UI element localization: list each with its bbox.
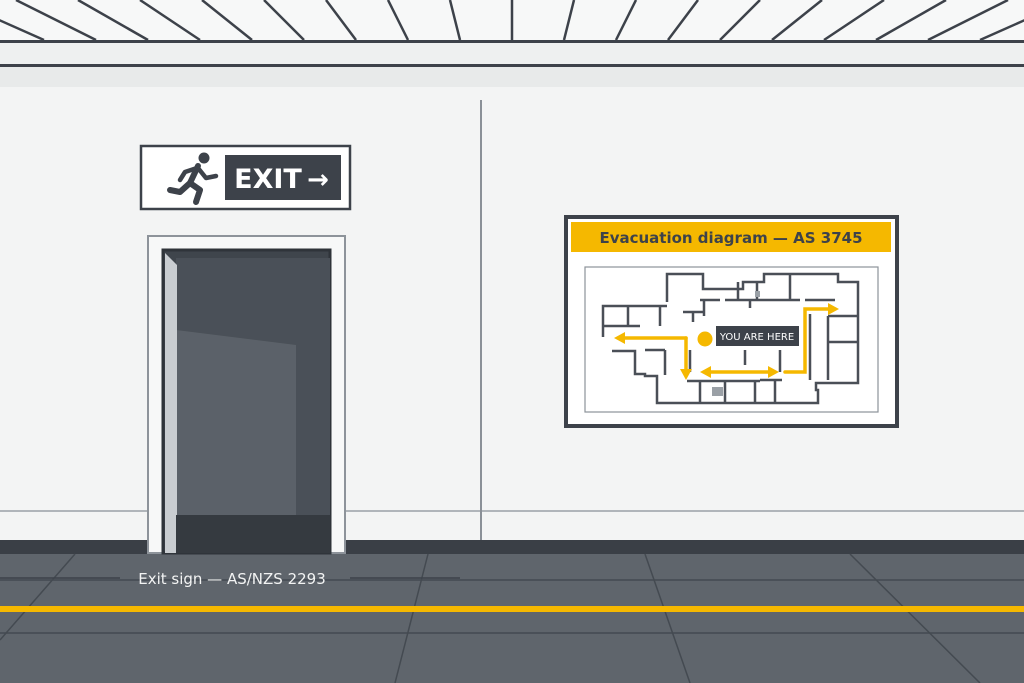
- ceiling-slat: [263, 0, 305, 41]
- running-man-icon: [167, 152, 219, 205]
- ceiling-slat: [325, 0, 357, 41]
- exit-sign: EXIT →: [139, 144, 352, 211]
- ceiling-slat: [614, 0, 638, 41]
- you-are-here-label: YOU ARE HERE: [719, 332, 794, 343]
- floor-plan: [601, 272, 860, 405]
- evacuation-diagram: Evacuation diagram — AS 3745 YOU ARE HER…: [564, 215, 899, 428]
- ceiling-slat: [667, 0, 699, 41]
- floor-safety-line: [0, 606, 1024, 612]
- ceiling-slat: [0, 19, 45, 42]
- diagram-title: Evacuation diagram — AS 3745: [599, 229, 862, 247]
- ceiling-slat: [448, 0, 462, 41]
- exit-sign-caption: Exit sign — AS/NZS 2293: [138, 570, 326, 588]
- ceiling-slat: [875, 0, 947, 42]
- floor: Exit sign — AS/NZS 2293: [0, 553, 1024, 683]
- ceiling-slat: [386, 0, 410, 41]
- ceiling-slat: [201, 0, 253, 41]
- exit-door[interactable]: [147, 235, 346, 555]
- ceiling-slat: [771, 0, 823, 41]
- ceiling-slat: [15, 0, 97, 42]
- you-are-here-dot: [697, 331, 713, 347]
- arrow-right-icon: →: [307, 165, 329, 195]
- ceiling-slat: [719, 0, 761, 41]
- evacuation-route-arrows: [614, 303, 839, 380]
- ceiling-slat: [139, 0, 201, 42]
- ceiling-slat: [77, 0, 149, 42]
- ceiling: [0, 0, 1024, 87]
- you-are-here-label-box: [716, 326, 799, 346]
- ceiling-slat: [979, 19, 1024, 42]
- ceiling-slat: [562, 0, 576, 41]
- exit-label: EXIT: [234, 164, 302, 195]
- diagram-header: [571, 222, 891, 252]
- ceiling-slat: [823, 0, 885, 42]
- ceiling-slat: [927, 0, 1009, 42]
